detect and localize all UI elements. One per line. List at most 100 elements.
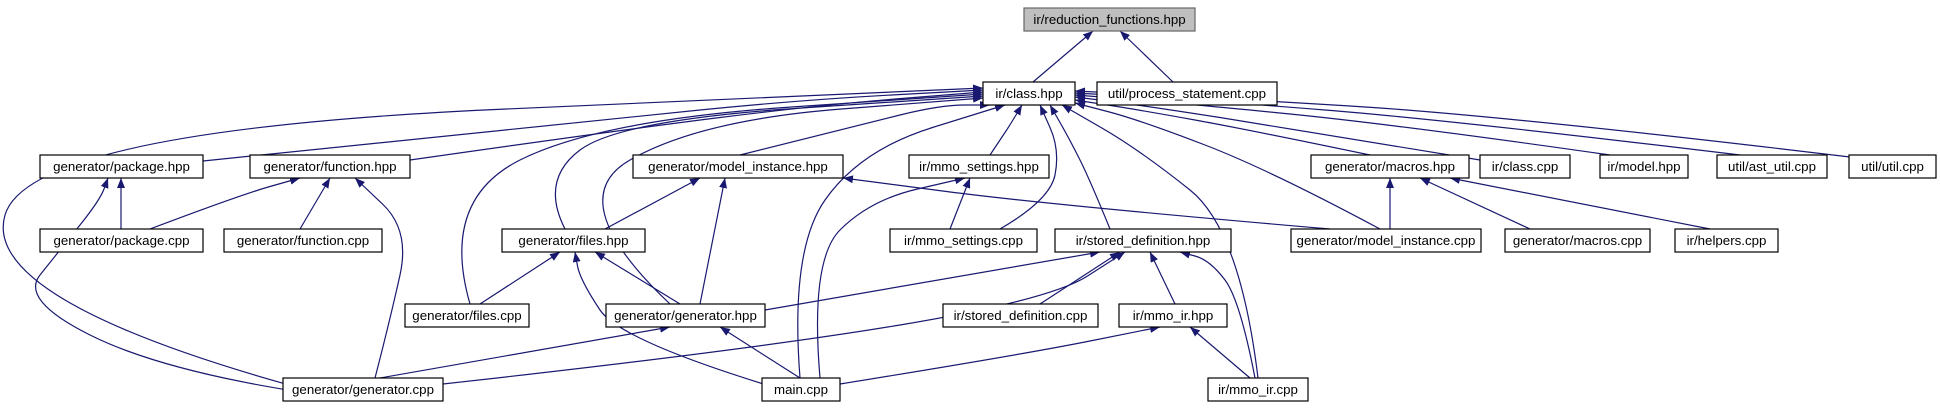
node-label: util/ast_util.cpp [1728,159,1816,174]
graph-node[interactable]: generator/files.hpp [501,228,646,253]
node-box [1096,81,1278,106]
node-box [501,228,646,253]
graph-node[interactable]: generator/macros.cpp [1504,228,1651,253]
edge-n17-to-n1 [1074,101,1381,230]
node-box [1504,228,1651,253]
edge-n26-to-n1 [1061,104,1259,379]
edge-n16-to-n1 [1049,104,1111,230]
graph-node[interactable]: util/util.cpp [1848,154,1937,179]
node-box [605,303,766,328]
edge-n6-to-n1 [989,104,1023,156]
node-box [1023,7,1196,32]
node-box [942,303,1099,328]
node-label: generator/model_instance.hpp [648,159,828,174]
edge-n20-to-n1 [461,90,984,305]
edge-n5-to-n1 [739,101,990,156]
node-label: generator/macros.hpp [1325,159,1455,174]
edge-n25-to-n23 [839,325,1161,385]
node-label: ir/mmo_settings.hpp [919,159,1039,174]
node-label: generator/model_instance.cpp [1297,233,1476,248]
graph-edges [2,30,1851,393]
node-box [908,154,1050,179]
edge-n25-to-n1 [797,104,1006,379]
edge-n26-to-n16 [1179,250,1256,379]
node-label: ir/stored_definition.hpp [1076,233,1211,248]
node-box [1054,228,1232,253]
edge-n20-to-n14 [479,251,561,305]
node-box [1848,154,1937,179]
node-box [1674,228,1779,253]
node-label: generator/files.cpp [412,308,521,323]
graph-node[interactable]: ir/mmo_ir.cpp [1207,377,1309,402]
graph-node[interactable]: ir/helpers.cpp [1674,228,1779,253]
node-label: util/process_statement.cpp [1108,86,1266,101]
node-box [761,377,841,402]
node-label: ir/model.hpp [1607,159,1680,174]
graph-node[interactable]: util/process_statement.cpp [1096,81,1278,106]
edge-n21-to-n16 [764,249,1101,311]
node-label: ir/class.hpp [995,86,1062,101]
graph-node[interactable]: ir/class.hpp [982,81,1076,106]
edge-n17-to-n5 [842,175,1331,230]
node-label: generator/package.cpp [53,233,189,248]
node-label: generator/generator.cpp [292,382,434,397]
edge-n14-to-n1 [554,92,984,230]
edge-n25-to-n21 [719,326,801,379]
graph-node[interactable]: generator/macros.hpp [1310,154,1470,179]
graph-node[interactable]: util/ast_util.cpp [1716,154,1828,179]
graph-node[interactable]: ir/mmo_settings.cpp [889,228,1038,253]
node-box [632,154,844,179]
node-box [1716,154,1828,179]
node-box [249,154,411,179]
node-label: generator/generator.hpp [614,308,757,323]
edge-n1-to-n0 [1032,30,1094,83]
graph-node[interactable]: ir/class.cpp [1479,154,1571,179]
edge-n25-to-n6 [816,176,966,379]
node-box [1118,303,1228,328]
edge-n19-to-n7 [1449,175,1711,230]
edge-n23-to-n16 [1149,251,1176,305]
graph-node[interactable]: ir/stored_definition.hpp [1054,228,1232,253]
edge-n24-to-n1 [2,84,984,389]
node-box [39,154,204,179]
node-label: generator/function.cpp [237,233,369,248]
graph-node[interactable]: generator/model_instance.cpp [1290,228,1482,253]
graph-node[interactable]: generator/generator.cpp [282,377,444,402]
edge-n21-to-n14 [594,251,681,305]
edge-n24-to-n4 [354,177,404,379]
graph-node[interactable]: generator/function.hpp [249,154,411,179]
node-label: ir/helpers.cpp [1687,233,1767,248]
graph-node[interactable]: generator/package.hpp [39,154,204,179]
node-label: ir/stored_definition.cpp [954,308,1088,323]
node-box [1479,154,1571,179]
graph-nodes: ir/reduction_functions.hpp ir/class.hpp ut… [39,7,1937,402]
node-label: ir/mmo_settings.cpp [904,233,1023,248]
graph-node[interactable]: main.cpp [761,377,841,402]
edge-n21-to-n1 [602,94,984,305]
graph-node[interactable]: ir/mmo_ir.hpp [1118,303,1228,328]
graph-node[interactable]: generator/generator.hpp [605,303,766,328]
graph-node[interactable]: generator/package.cpp [39,228,204,253]
edge-n26-to-n23 [1189,326,1251,379]
graph-node[interactable]: generator/function.cpp [223,228,383,253]
edge-n7-to-n1 [1074,97,1371,156]
edge-n15-to-n6 [949,177,971,230]
edge-n18-to-n7 [1419,177,1531,230]
node-box [1310,154,1470,179]
graph-node[interactable]: generator/files.cpp [404,303,530,328]
node-box [1599,154,1689,179]
node-box [39,228,204,253]
edge-n12-to-n4 [149,176,301,230]
node-label: generator/macros.cpp [1513,233,1642,248]
graph-node[interactable]: ir/mmo_settings.hpp [908,154,1050,179]
node-box [1207,377,1309,402]
graph-node[interactable]: ir/model.hpp [1599,154,1689,179]
edge-n14-to-n5 [604,177,701,230]
edge-n2-to-n0 [1119,30,1174,83]
node-label: ir/reduction_functions.hpp [1033,12,1185,27]
graph-node[interactable]: ir/reduction_functions.hpp [1023,7,1196,32]
node-box [1290,228,1482,253]
graph-node[interactable]: ir/stored_definition.cpp [942,303,1099,328]
graph-node[interactable]: generator/model_instance.hpp [632,154,844,179]
